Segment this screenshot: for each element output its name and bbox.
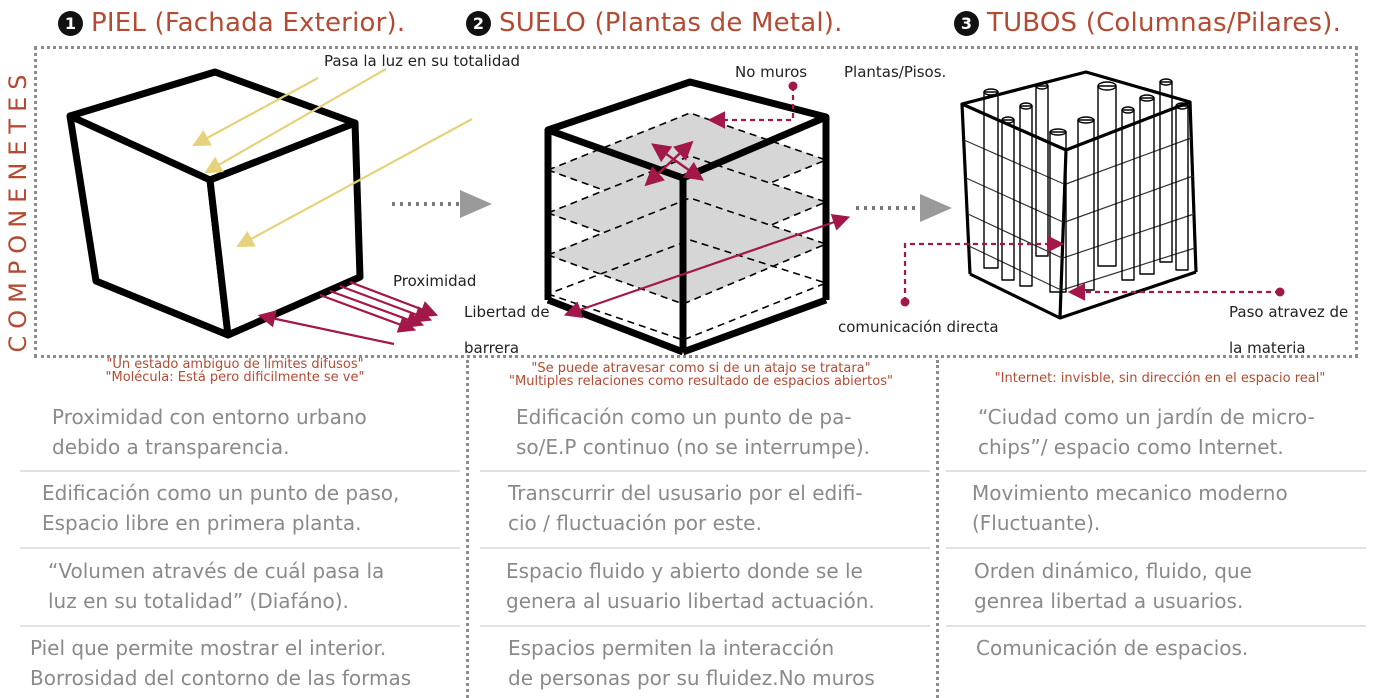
label-proximidad: Proximidad (393, 272, 477, 290)
label-comunicacion: comunicación directa (838, 318, 999, 336)
col1-item-4: Piel que permite mostrar el interior.Bor… (30, 636, 412, 690)
quote-col3-line1: "Internet: invisble, sin dirección en el… (994, 371, 1326, 386)
proximity-arrow-2 (319, 293, 417, 333)
col2-sep-1 (480, 470, 930, 472)
label-pasa-luz: Pasa la luz en su totalidad (324, 52, 521, 70)
light-ray-1 (192, 77, 319, 147)
communication-dot (900, 297, 910, 307)
light-rays (192, 68, 473, 248)
quote-col1-line2: "Molécula: Está pero dificilmente se ve" (105, 370, 365, 385)
tube-tops (983, 78, 1189, 136)
heading-suelo-text: SUELO (Plantas de Metal). (499, 8, 843, 38)
cross-arrow-b (644, 140, 694, 187)
number-badge-1: 1 (58, 10, 83, 36)
heading-piel-text: PIEL (Fachada Exterior). (91, 8, 406, 38)
no-walls-dot (788, 81, 798, 91)
heading-suelo: 2 SUELO (Plantas de Metal). (466, 8, 843, 38)
light-ray-3 (236, 118, 473, 248)
number-badge-3: 3 (954, 10, 979, 36)
heading-tubos-text: TUBOS (Columnas/Pilares). (987, 8, 1342, 38)
number-badge-2: 2 (466, 10, 491, 36)
label-libertad-2: barrera (464, 339, 520, 357)
proximity-arrow-1 (257, 310, 395, 346)
floors-cube-drawing (544, 78, 851, 356)
heading-tubos: 3 TUBOS (Columnas/Pilares). (954, 8, 1341, 38)
col3-item-2: Movimiento mecanico moderno(Fluctuante). (972, 481, 1288, 535)
transition-arrow-2 (856, 194, 952, 222)
light-ray-2 (204, 68, 387, 174)
heading-piel: 1 PIEL (Fachada Exterior). (58, 8, 405, 38)
quote-col2-line1: "Se puede atravesar como si de un atajo … (531, 361, 871, 376)
tubes-cube-drawing (960, 70, 1198, 320)
col3-sep-2 (946, 547, 1366, 549)
transition-arrow-1 (392, 190, 492, 218)
passage-dot (1275, 287, 1285, 297)
proximity-arrow-5 (349, 280, 439, 318)
col2-sep-3 (480, 625, 930, 627)
col3-sep-1 (946, 470, 1366, 472)
col1-sep-1 (20, 470, 460, 472)
proximity-arrow-3 (329, 289, 425, 328)
cube1-right-face (206, 119, 364, 339)
no-walls-pointer (707, 86, 795, 129)
col2-item-2: Transcurrir del ususario por el edifi-ci… (508, 481, 863, 535)
label-paso-2: la materia (1229, 339, 1306, 357)
quote-col2: "Se puede atravesar como si de un atajo … (468, 362, 934, 388)
components-frame (34, 46, 1358, 358)
quote-col3: "Internet: invisble, sin dirección en el… (955, 372, 1365, 385)
label-plantas: Plantas/Pisos. (844, 63, 947, 81)
label-no-muros: No muros (735, 63, 808, 81)
freedom-arrow (563, 213, 851, 319)
column-divider-2 (936, 360, 939, 698)
label-paso-1: Paso atravez de (1229, 303, 1349, 321)
label-libertad-1: Libertad de (464, 303, 550, 321)
col1-sep-2 (20, 547, 460, 549)
col1-sep-3 (20, 625, 460, 627)
column-divider-1 (466, 360, 469, 698)
col3-item-4: Comunicación de espacios. (976, 636, 1249, 660)
proximity-arrows (257, 280, 439, 346)
quote-col1-line1: "Un estado ambiguo de límites difusos" (106, 357, 364, 372)
quote-col1: "Un estado ambiguo de límites difusos" "… (70, 358, 400, 384)
col3-item-1: “Ciudad como un jardín de micro-chips”/ … (978, 405, 1315, 459)
quote-col2-line2: "Multiples relaciones como resultado de … (509, 374, 893, 389)
communication-pointer (903, 235, 1065, 302)
col2-item-1: Edificación como un punto de pa-so/E.P c… (516, 405, 871, 459)
col1-item-2: Edificación como un punto de paso,Espaci… (42, 481, 400, 535)
col3-sep-3 (946, 625, 1366, 627)
proximity-arrow-4 (339, 284, 433, 323)
col2-sep-2 (480, 547, 930, 549)
glass-cube-drawing (66, 68, 364, 339)
tube-columns (983, 81, 1189, 293)
